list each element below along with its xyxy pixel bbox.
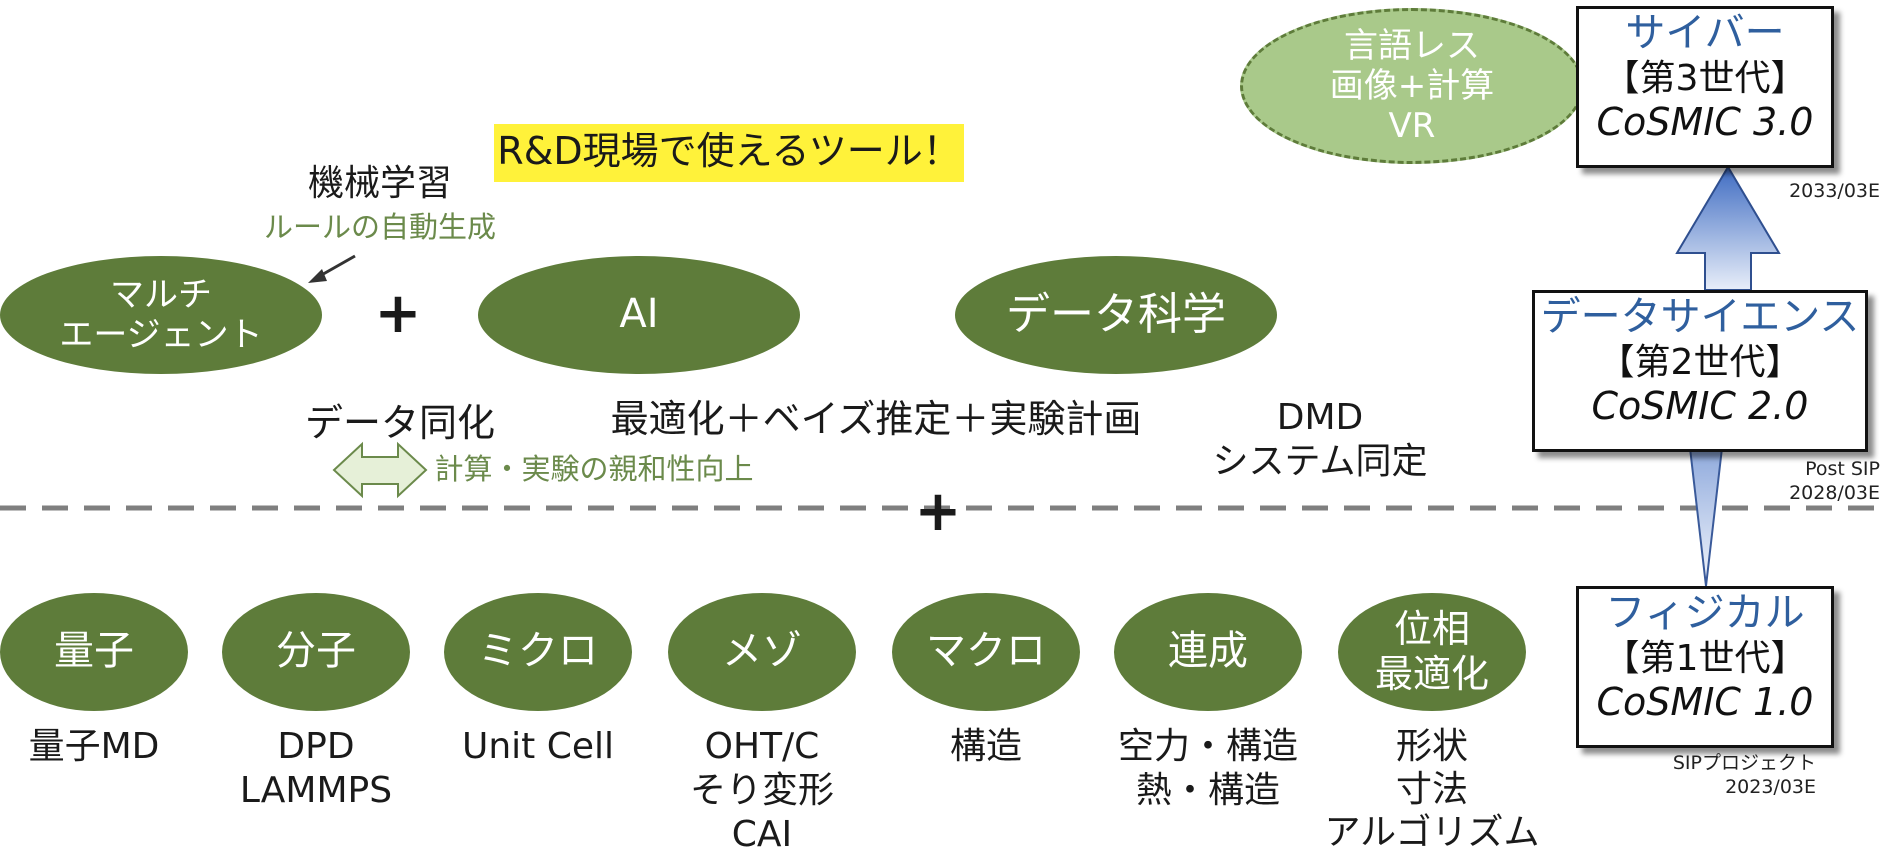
scale-label: メゾ xyxy=(722,628,802,675)
generation-name: データサイエンス xyxy=(1540,294,1860,340)
generation-box-data-science: データサイエンス 【第2世代】 CoSMIC 2.0 xyxy=(1532,290,1868,452)
generation-name: フィジカル xyxy=(1605,590,1805,636)
scale-ellipse-meso: メゾ xyxy=(668,593,856,711)
ml-title: 機械学習 xyxy=(307,163,452,204)
scale-ellipse-quantum: 量子 xyxy=(0,593,188,711)
multi-agent-ellipse: マルチ エージェント xyxy=(0,256,322,374)
scale-ellipse-macro: マクロ xyxy=(892,593,1080,711)
tools-micro: Unit Cell xyxy=(461,726,614,767)
generation-version: CoSMIC 1.0 xyxy=(1596,680,1814,725)
scale-label: ミクロ xyxy=(478,628,598,675)
generation-number: 【第3世代】 xyxy=(1603,58,1807,99)
scale-label: 位相 最適化 xyxy=(1374,607,1489,696)
tagline-highlight xyxy=(494,124,964,182)
scale-ellipse-topology: 位相 最適化 xyxy=(1338,593,1526,711)
ai-ellipse: AI xyxy=(478,256,800,374)
scale-label: 連成 xyxy=(1168,628,1248,675)
affinity-label: 計算・実験の親和性向上 xyxy=(434,452,754,486)
generation-number: 【第1世代】 xyxy=(1603,638,1807,679)
tools-molecular: DPD LAMMPS xyxy=(239,726,393,811)
scale-ellipse-molecular: 分子 xyxy=(222,593,410,711)
generation-date-cyber: 2033/03E xyxy=(1789,180,1880,202)
upward-arrow-lower xyxy=(1688,447,1724,587)
generation-number: 【第2世代】 xyxy=(1598,342,1802,383)
plus-sign-divider: + xyxy=(914,479,962,544)
tools-quantum: 量子MD xyxy=(28,726,160,767)
generation-date-physical: SIPプロジェクト 2023/03E xyxy=(1672,752,1816,798)
ml-subtitle: ルールの自動生成 xyxy=(263,210,496,244)
optimization-label: 最適化＋ベイズ推定＋実験計画 xyxy=(610,397,1142,441)
scale-label: 量子 xyxy=(54,628,134,675)
generation-box-cyber: サイバー 【第3世代】 CoSMIC 3.0 xyxy=(1576,6,1834,168)
tools-macro: 構造 xyxy=(949,726,1022,767)
data-science-ellipse: データ科学 xyxy=(955,256,1277,374)
scale-label: マクロ xyxy=(926,628,1046,675)
tools-coupled: 空力・構造 熱・構造 xyxy=(1117,726,1298,811)
affinity-double-arrow xyxy=(332,441,428,499)
data-science-label: データ科学 xyxy=(1006,289,1226,341)
generation-version: CoSMIC 2.0 xyxy=(1591,384,1809,429)
multi-agent-label: マルチ エージェント xyxy=(59,274,263,355)
ai-label: AI xyxy=(619,291,659,338)
tagline: R&D現場で使えるツール！ xyxy=(497,129,961,173)
language-less-label: 言語レス 画像+計算 VR xyxy=(1329,25,1495,147)
language-less-bubble: 言語レス 画像+計算 VR xyxy=(1240,8,1584,164)
tools-topology: 形状 寸法 アルゴリズム xyxy=(1324,726,1540,854)
tools-meso: OHT/C そり変形 CAI xyxy=(689,726,834,855)
generation-box-physical: フィジカル 【第1世代】 CoSMIC 1.0 xyxy=(1576,586,1834,748)
generation-date-data-science: Post SIP 2028/03E xyxy=(1789,458,1880,504)
ml-pointer-arrow xyxy=(317,254,356,279)
scale-ellipse-micro: ミクロ xyxy=(444,593,632,711)
generation-version: CoSMIC 3.0 xyxy=(1596,100,1814,145)
scale-label: 分子 xyxy=(276,628,356,675)
dmd-label: DMD システム同定 xyxy=(1212,397,1428,482)
plus-sign-top: + xyxy=(374,281,422,346)
generation-name: サイバー xyxy=(1625,10,1785,56)
scale-ellipse-coupled: 連成 xyxy=(1114,593,1302,711)
data-assimilation-label: データ同化 xyxy=(304,401,495,445)
